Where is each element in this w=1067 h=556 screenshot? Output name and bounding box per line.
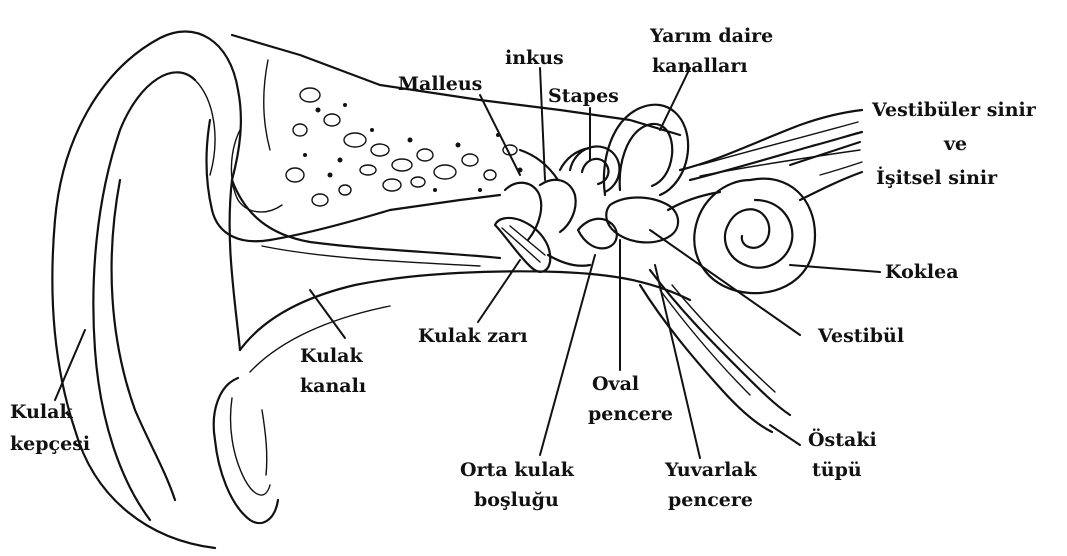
label-oval-2: pencere	[588, 403, 673, 425]
label-orta-kulak-2: boşluğu	[474, 489, 559, 511]
label-kulak-kanali-2: kanalı	[300, 375, 366, 397]
label-vestibuler-3: İşitsel sinir	[876, 166, 998, 189]
label-ostaki-2: tüpü	[812, 459, 862, 481]
label-kulak-kepcesi-1: Kulak	[10, 401, 73, 423]
label-vestibuler-1: Vestibüler sinir	[871, 99, 1037, 121]
label-inkus: inkus	[505, 47, 564, 69]
label-orta-kulak-1: Orta kulak	[460, 459, 575, 481]
label-ostaki-1: Östaki	[808, 428, 877, 451]
label-yarim-daire-1: Yarım daire	[649, 25, 773, 47]
label-pointers	[55, 68, 880, 458]
label-oval-1: Oval	[592, 373, 639, 395]
label-koklea: Koklea	[885, 261, 959, 283]
label-kulak-kepcesi-2: kepçesi	[10, 433, 90, 455]
middle-ear	[495, 148, 617, 272]
inner-ear	[570, 105, 862, 293]
label-vestibuler-2: ve	[943, 133, 967, 155]
label-malleus: Malleus	[398, 73, 482, 95]
label-vestibul: Vestibül	[817, 325, 904, 347]
label-yuvarlak-1: Yuvarlak	[664, 459, 758, 481]
label-yarim-daire-2: kanalları	[652, 55, 748, 77]
temporal-bone	[206, 35, 680, 241]
labels: Yarım daire kanalları inkus Malleus Stap…	[10, 25, 1037, 511]
label-kulak-kanali-1: Kulak	[300, 345, 363, 367]
label-kulak-zari: Kulak zarı	[418, 325, 528, 347]
pinna	[52, 31, 278, 548]
cochlea-shape	[694, 179, 815, 294]
label-stapes: Stapes	[548, 85, 619, 107]
label-yuvarlak-2: pencere	[668, 489, 753, 511]
